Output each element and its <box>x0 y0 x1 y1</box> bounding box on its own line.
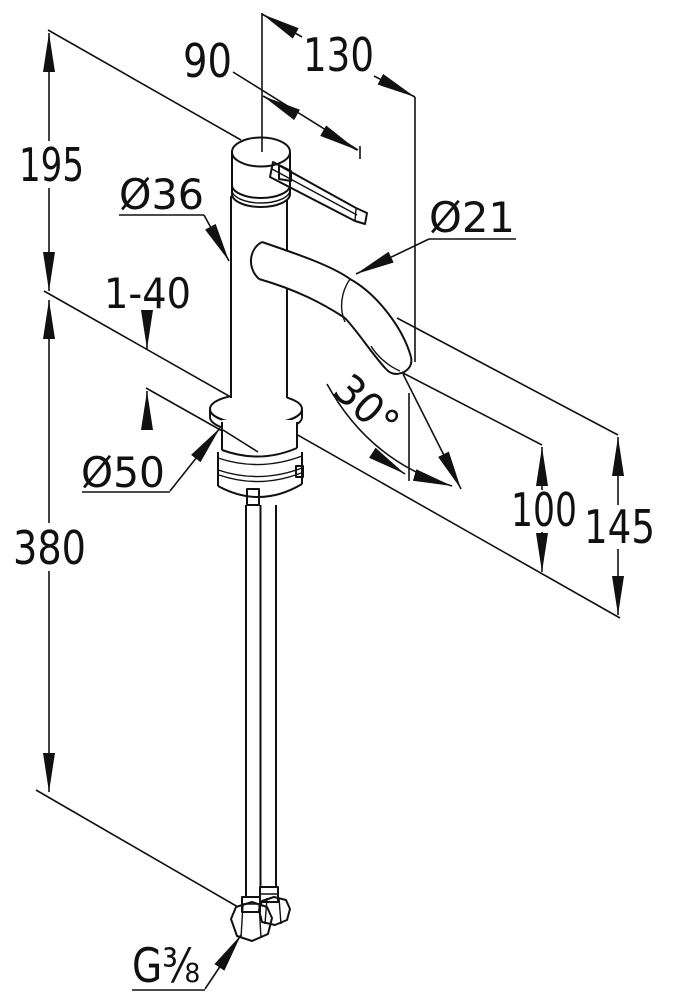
fixing-nub <box>295 465 304 478</box>
dim-line-130-left <box>261 13 303 39</box>
leader-arrow-d21 <box>355 238 430 275</box>
dimension-labels: 195 380 90 130 Ø36 Ø21 1-40 Ø50 30° 100 … <box>13 28 655 994</box>
dim-label-100: 100 <box>511 483 577 537</box>
mounting-stack-fill <box>218 420 302 506</box>
faucet-head <box>231 136 368 225</box>
dim-label-130: 130 <box>303 28 374 82</box>
spout-inner-bend <box>344 317 387 370</box>
hex-nut-right-facet-2 <box>278 897 282 925</box>
spout-outlet-seam <box>370 345 401 372</box>
dim-label-195: 195 <box>19 138 84 192</box>
flow-direction-arrow <box>402 373 462 490</box>
locknut-ring-1 <box>217 455 303 466</box>
dim-label-deck-range: 1-40 <box>104 269 191 318</box>
leader-arrow-d36 <box>203 214 230 262</box>
head-ring-arc-2 <box>231 193 291 208</box>
extension-line-spout-top <box>396 317 619 436</box>
head-bottom-arc <box>231 184 291 199</box>
dim-label-diameter-50: Ø50 <box>81 448 165 497</box>
dim-label-90: 90 <box>183 34 232 88</box>
spout-fill <box>251 242 411 374</box>
lever-handle <box>269 161 368 225</box>
lever-arris-line <box>271 168 358 216</box>
supply-hoses <box>230 505 291 942</box>
body-fill <box>231 190 287 399</box>
dim-arrow-90-left <box>262 95 301 121</box>
dim-label-diameter-21: Ø21 <box>429 193 515 242</box>
faucet-body <box>230 190 288 399</box>
leader-center-line-d50 <box>222 429 259 453</box>
spout-bottom-edge <box>258 278 346 319</box>
hex-nut-left-facet-2 <box>258 903 262 939</box>
extension-lines-back <box>35 29 621 908</box>
lever-end-cap-line <box>354 208 357 222</box>
leader-arrow-thread <box>204 934 242 990</box>
dim-label-380: 380 <box>13 521 86 575</box>
dim-line-130-right <box>373 73 416 98</box>
spout-outlet-face <box>385 356 413 375</box>
spout-bend-seam <box>340 278 351 323</box>
faucet-base <box>209 392 304 506</box>
extension-line-hose-end <box>35 789 239 908</box>
hex-nut-left <box>230 901 273 942</box>
hex-nut-right-facet-1 <box>264 897 268 925</box>
hex-nut-left-facet-1 <box>240 903 244 939</box>
spout-root-arc <box>250 241 263 280</box>
extension-line-deck-bottom <box>145 387 225 433</box>
shank-bottom-arc <box>221 447 298 458</box>
dim-label-thread: G⅜ <box>132 939 200 994</box>
locknut-ring-3 <box>218 472 302 483</box>
extension-line-faucet-top <box>47 29 242 141</box>
head-ring-arc-1 <box>231 189 291 204</box>
fixing-tab <box>246 488 260 506</box>
dim-arrow-90-right <box>320 125 358 151</box>
spout-top-edge <box>261 241 351 280</box>
spout <box>250 241 413 375</box>
leader-arrow-d50 <box>169 427 221 492</box>
extension-line-deck-top <box>43 290 621 619</box>
dim-label-angle-30: 30° <box>324 364 409 448</box>
dimension-lines <box>43 13 624 991</box>
extension-line-outlet <box>402 372 543 446</box>
locknut-ring-2 <box>217 467 303 478</box>
base-flange-fill <box>210 393 302 425</box>
angle-arc-arrow <box>369 447 406 475</box>
hex-nut-right <box>258 896 291 926</box>
head-fill <box>232 137 290 207</box>
dim-label-145: 145 <box>584 500 655 554</box>
dim-label-diameter-36: Ø36 <box>119 170 204 219</box>
spout-outer-bend <box>349 278 412 358</box>
